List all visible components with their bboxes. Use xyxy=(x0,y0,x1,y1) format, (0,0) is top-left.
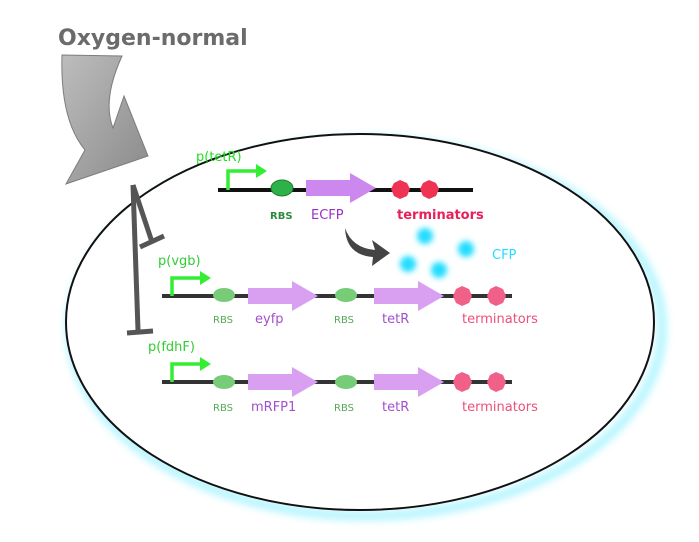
construct-vgb: p(vgb) RBS eyfp RBS tetR terminators xyxy=(158,254,538,327)
gene-arrow-icon xyxy=(306,173,376,203)
repression-lines xyxy=(126,184,166,336)
terminators-label: terminators xyxy=(397,208,484,223)
terminators-label: terminators xyxy=(462,400,538,415)
terminator-icon xyxy=(391,180,410,199)
gene-arrow-icon xyxy=(248,281,318,311)
rbs-label: RBS xyxy=(334,315,354,326)
rbs-label: RBS xyxy=(270,211,293,222)
rbs-label: RBS xyxy=(334,403,354,414)
rbs-icon xyxy=(335,288,357,302)
expression-arrow-icon xyxy=(345,228,390,266)
rbs-label: RBS xyxy=(213,315,233,326)
rbs-icon xyxy=(270,179,294,197)
gene-label: mRFP1 xyxy=(251,400,296,415)
promoter-arrow-icon xyxy=(226,169,256,190)
promoter-label: p(tetR) xyxy=(196,150,242,165)
gene-arrow-icon xyxy=(374,281,444,311)
gene-arrow-icon xyxy=(248,367,318,397)
curved-arrow-icon xyxy=(61,54,149,185)
rbs-icon xyxy=(213,288,235,302)
gene-label: ECFP xyxy=(311,208,344,223)
terminators-label: terminators xyxy=(462,312,538,327)
rbs-icon xyxy=(213,375,235,389)
product-label: CFP xyxy=(492,248,517,263)
gene-label: tetR xyxy=(382,400,409,415)
terminator-icon xyxy=(453,372,472,392)
gene-label: tetR xyxy=(382,312,409,327)
promoter-label: p(vgb) xyxy=(158,254,201,269)
construct-fdhF: p(fdhF) RBS mRFP1 RBS tetR terminators xyxy=(148,340,538,415)
cfp-dots xyxy=(400,228,474,278)
promoter-arrow-icon xyxy=(170,276,200,296)
promoter-arrow-icon xyxy=(170,362,200,382)
title-label: Oxygen-normal xyxy=(58,26,248,51)
cell-outline xyxy=(65,133,655,511)
terminator-icon xyxy=(487,372,506,392)
gene-label: eyfp xyxy=(255,312,284,327)
gene-arrow-icon xyxy=(374,367,444,397)
construct-tetR: p(tetR) RBS ECFP terminators xyxy=(196,150,484,223)
terminator-icon xyxy=(420,180,439,199)
rbs-icon xyxy=(335,375,357,389)
terminator-icon xyxy=(487,286,506,306)
terminator-icon xyxy=(453,286,472,306)
rbs-label: RBS xyxy=(213,403,233,414)
promoter-label: p(fdhF) xyxy=(148,340,195,355)
